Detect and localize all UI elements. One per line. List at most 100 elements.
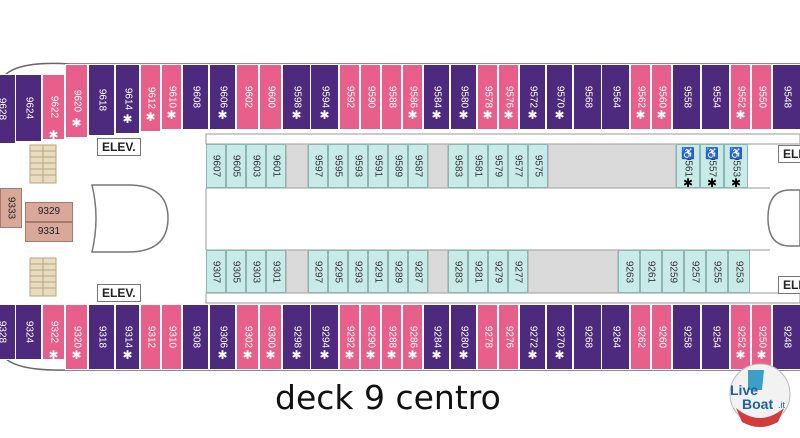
cabin-9560: 9560✱ <box>651 64 672 130</box>
cabin-9607: 9607 <box>206 144 226 188</box>
star-icon: ✱ <box>527 348 538 362</box>
cabin-number: 9283 <box>452 260 464 283</box>
cabin-9307: 9307 <box>206 250 226 293</box>
cabin-9252: 9252✱ <box>730 304 751 370</box>
star-icon: ✱ <box>656 108 667 122</box>
cabin-number: 9294 <box>319 325 330 349</box>
cabin-number: 9263 <box>623 260 635 283</box>
cabin-number: 9254 <box>710 325 721 349</box>
cabin-9576: 9576✱ <box>498 64 519 130</box>
cabin-9290: 9290✱ <box>360 304 381 370</box>
cabin-number: 9581 <box>472 154 484 178</box>
cabin-9320: 9320✱ <box>65 304 88 370</box>
cabin-number: 9286 <box>407 325 418 349</box>
cabin-9287: 9287 <box>408 250 428 293</box>
star-icon: ✱ <box>319 108 330 122</box>
star-icon: ✱ <box>554 108 565 122</box>
cabin-number: 9276 <box>503 325 514 349</box>
cabin-number: 9592 <box>344 85 355 109</box>
cabin-number: 9558 <box>681 85 692 109</box>
forward-room-9331: 9331 <box>25 222 73 242</box>
cabin-number: 9562 <box>635 85 646 109</box>
cabin-9253: 9253 <box>728 250 750 293</box>
cabin-9592: 9592 <box>339 64 360 130</box>
cabin-number: 9584 <box>431 85 442 109</box>
star-icon: ✱ <box>166 108 177 122</box>
service-block <box>428 250 448 293</box>
elevator-label-aft-top: ELEV. <box>778 145 800 163</box>
cabin-number: 9572 <box>527 85 538 109</box>
cabin-9588: 9588 <box>381 64 402 130</box>
cabin-number: 9295 <box>332 260 344 283</box>
cabin-number: 9284 <box>431 325 442 349</box>
cabin-9261: 9261 <box>640 250 662 293</box>
cabin-9612: 9612✱ <box>140 64 161 132</box>
star-icon: ✱ <box>122 348 133 362</box>
cabin-9312: 9312 <box>140 304 161 370</box>
cabin-number: 9306 <box>217 325 228 349</box>
cabin-number: 9318 <box>96 325 107 349</box>
cabin-9572: 9572✱ <box>519 64 546 130</box>
star-icon: ✱ <box>217 348 228 362</box>
cabin-9260: 9260 <box>651 304 672 370</box>
cabin-number: 9614 <box>122 87 133 111</box>
cabin-9600: 9600 <box>259 64 282 130</box>
cabin-9306: 9306✱ <box>209 304 236 370</box>
cabin-number: 9603 <box>250 154 262 178</box>
cabin-number: 9586 <box>407 85 418 109</box>
cabin-number: 9575 <box>532 154 544 178</box>
cabin-number: 9292 <box>344 325 355 349</box>
cabin-9593: 9593 <box>348 144 368 188</box>
star-icon: ✱ <box>48 128 59 142</box>
cabin-number: 9258 <box>681 325 692 349</box>
star-icon: ✱ <box>122 112 133 126</box>
cabin-9264: 9264 <box>601 304 630 370</box>
star-icon: ✱ <box>407 348 418 362</box>
star-icon: ✱ <box>217 108 228 122</box>
forward-lobby-shape <box>91 184 169 253</box>
cabin-number: 9602 <box>242 85 253 109</box>
cabin-number: 9307 <box>210 260 222 283</box>
cabin-9605: 9605 <box>226 144 246 188</box>
star-icon: ✱ <box>756 348 767 362</box>
cabin-9595: 9595 <box>328 144 348 188</box>
liveboat-logo: Live Boat .it <box>718 350 798 438</box>
cabin-number: 9628 <box>0 97 7 121</box>
cabin-9598: 9598✱ <box>282 64 311 130</box>
cabin-9579: 9579 <box>488 144 508 188</box>
cabin-9254: 9254 <box>701 304 730 370</box>
cabin-number: 9253 <box>733 260 745 283</box>
cabin-9562: 9562✱ <box>630 64 651 130</box>
cabin-number: 9289 <box>392 260 404 283</box>
cabin-9272: 9272✱ <box>519 304 546 370</box>
star-icon: ✱ <box>682 176 694 190</box>
cabin-number: 9281 <box>472 260 484 283</box>
cabin-number: 9312 <box>145 325 156 349</box>
cabin-number: 9298 <box>291 325 302 349</box>
cabin-number: 9252 <box>735 325 746 349</box>
cabin-9622: 9622 ✱ <box>42 74 65 142</box>
cabin-9292: 9292✱ <box>339 304 360 370</box>
cabin-9286: 9286✱ <box>402 304 423 370</box>
cabin-9294: 9294✱ <box>310 304 339 370</box>
cabin-number: 9287 <box>412 260 424 283</box>
cabin-number: 9277 <box>512 260 524 283</box>
cabin-number: 9564 <box>610 85 621 109</box>
cabin-9620: 9620✱ <box>65 64 88 138</box>
star-icon: ✱ <box>482 108 493 122</box>
cabin-9580: 9580✱ <box>450 64 477 130</box>
cabin-number: 9622 <box>48 95 59 119</box>
cabin-9610: 9610✱ <box>161 64 182 130</box>
cabin-number: 9297 <box>312 260 324 283</box>
cabin-number: 9303 <box>250 260 262 283</box>
cabin-9314: 9314✱ <box>115 304 140 370</box>
cabin-9587: 9587 <box>408 144 428 188</box>
cabin-number: 9594 <box>319 85 330 109</box>
cabin-number: 9578 <box>482 85 493 109</box>
cabin-9279: 9279 <box>488 250 508 293</box>
cabin-number: 9606 <box>217 85 228 109</box>
cabin-9589: 9589 <box>388 144 408 188</box>
cabin-number: 9610 <box>166 85 177 109</box>
cabin-number: 9624 <box>23 96 34 120</box>
